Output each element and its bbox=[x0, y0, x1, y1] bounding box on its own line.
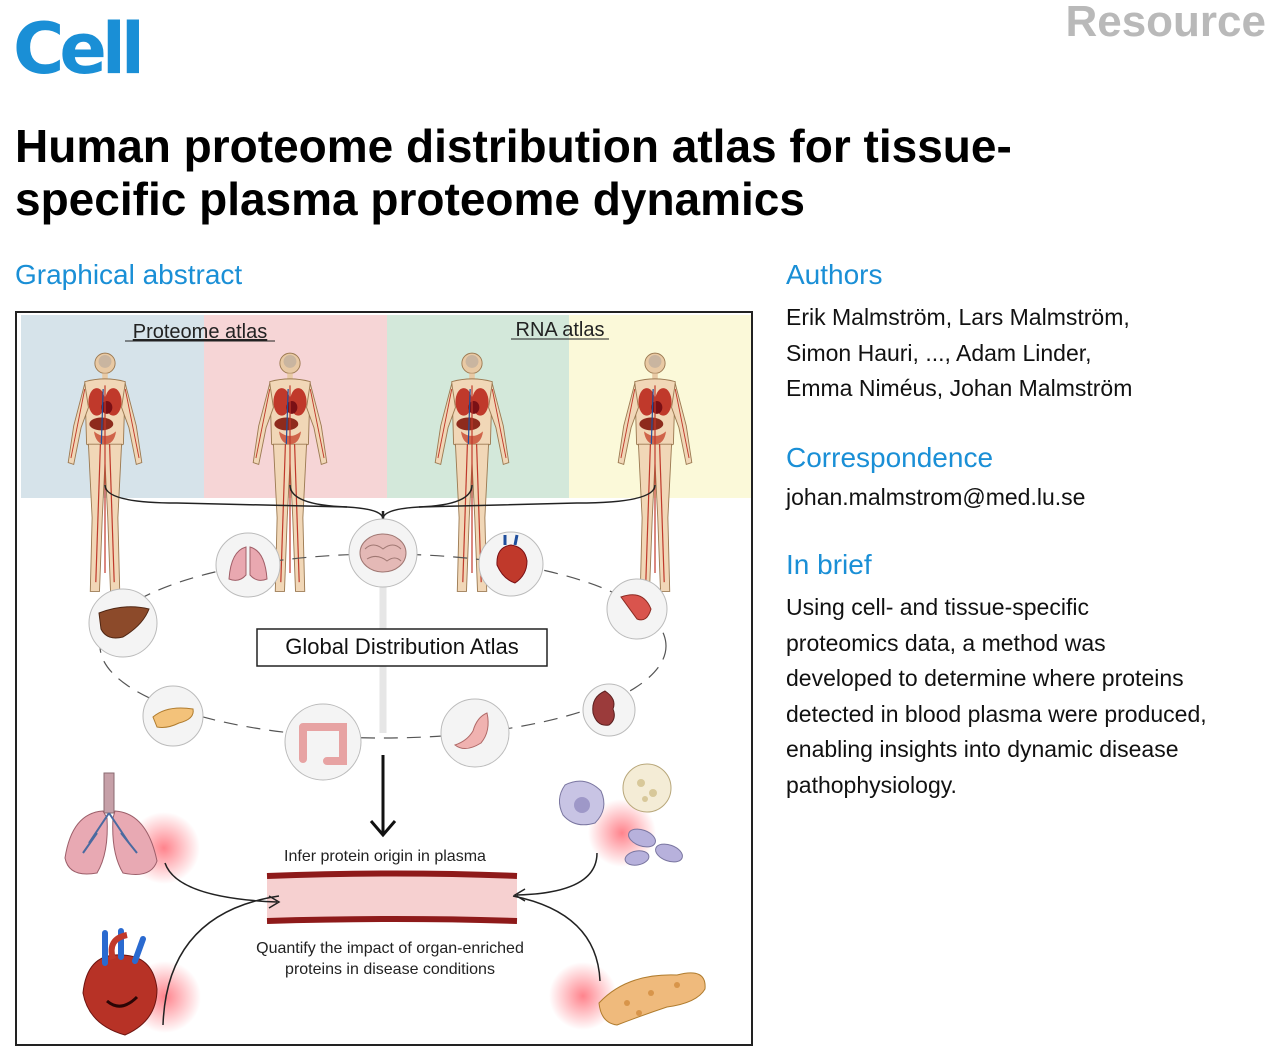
blood-cells-illustration bbox=[559, 763, 683, 866]
proteome-atlas-label: Proteome atlas bbox=[133, 321, 268, 343]
global-distribution-box bbox=[256, 628, 548, 667]
article-type-label: Resource bbox=[1065, 0, 1266, 46]
title-line-2: specific plasma proteome dynamics bbox=[15, 173, 805, 225]
quantify-label-line-2: proteins in disease conditions bbox=[285, 961, 495, 978]
graphical-abstract-svg: Proteome atlas RNA atlas bbox=[21, 315, 751, 1036]
lungs-illustration bbox=[64, 772, 158, 875]
correspondence-heading: Correspondence bbox=[786, 442, 994, 473]
authors-line-2: Simon Hauri, ..., Adam Linder, bbox=[786, 339, 1092, 366]
graphical-abstract-figure: Proteome atlas RNA atlas bbox=[15, 311, 753, 1046]
authors-heading: Authors bbox=[786, 259, 883, 290]
global-distribution-label: Global Distribution Atlas bbox=[285, 634, 519, 659]
in-brief-line-1: Using cell- and tissue-specific bbox=[786, 594, 1089, 620]
journal-logo: Cell bbox=[13, 8, 145, 90]
in-brief-line-5: enabling insights into dynamic disease bbox=[786, 736, 1179, 763]
authors-list: Erik Malmström, Lars Malmström, Simon Ha… bbox=[786, 300, 1132, 407]
quantify-label-line-1: Quantify the impact of organ-enriched bbox=[256, 940, 524, 957]
graphical-abstract-heading: Graphical abstract bbox=[15, 259, 243, 290]
in-brief-line-6: pathophysiology. bbox=[786, 771, 957, 798]
organ-circles bbox=[88, 518, 668, 781]
authors-line-1: Erik Malmström, Lars Malmström, bbox=[786, 304, 1130, 330]
authors-line-3: Emma Niméus, Johan Malmström bbox=[786, 375, 1133, 402]
rna-atlas-label: RNA atlas bbox=[516, 319, 605, 341]
in-brief-text: Using cell- and tissue-specific proteomi… bbox=[786, 590, 1276, 804]
correspondence-email[interactable]: johan.malmstrom@med.lu.se bbox=[786, 484, 1086, 510]
in-brief-line-2: proteomics data, a method was bbox=[786, 629, 1106, 656]
in-brief-heading: In brief bbox=[786, 549, 872, 580]
infer-origin-label: Infer protein origin in plasma bbox=[284, 848, 486, 865]
in-brief-line-3: developed to determine where proteins bbox=[786, 665, 1184, 692]
title-line-1: Human proteome distribution atlas for ti… bbox=[15, 120, 1012, 172]
lung-organ-icon bbox=[215, 532, 281, 598]
pancreas-illustration bbox=[598, 972, 706, 1026]
article-title: Human proteome distribution atlas for ti… bbox=[15, 120, 1215, 226]
in-brief-line-4: detected in blood plasma were produced, bbox=[786, 700, 1207, 727]
heart-illustration bbox=[82, 928, 158, 1036]
intestine-organ-icon bbox=[284, 703, 362, 781]
blood-vessel bbox=[266, 870, 518, 924]
